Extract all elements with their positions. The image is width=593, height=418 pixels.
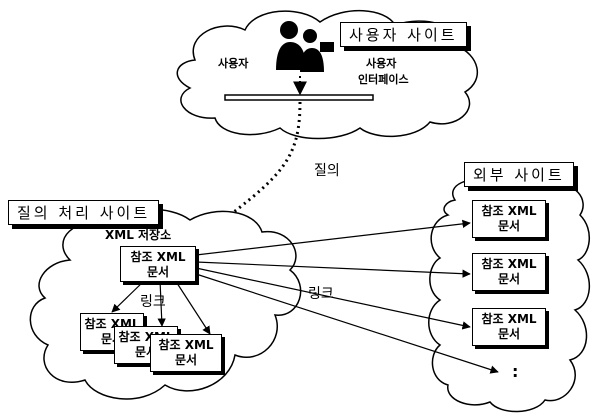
doc-line1: 참조 XML [130, 250, 186, 264]
local-link-arrow-2 [157, 279, 166, 327]
doc-line1: 참조 XML [481, 257, 537, 271]
doc-line2: 문서 [497, 327, 521, 341]
external-xml-document-2: 참조 XML 문서 [472, 253, 546, 291]
query-label: 질의 [314, 163, 340, 179]
doc-line2: 문서 [497, 272, 521, 286]
link-arrow-1 [195, 219, 471, 256]
user-site-title: 사용자 사이트 [340, 22, 467, 47]
doc-line2: 문서 [174, 353, 198, 367]
local-xml-document-3: 참조 XML 문서 [150, 334, 222, 372]
local-xml-document-2: 참조 XML 문서 [114, 326, 178, 364]
ellipsis-marker: : [512, 362, 519, 381]
user-interface-bar [224, 94, 374, 101]
doc-line2: 문서 [146, 265, 170, 279]
local-link-arrow-3 [174, 279, 211, 335]
user-interface-label-line1: 사용자 [366, 57, 397, 70]
link-label-local: 링크 [140, 294, 166, 310]
user-icon [276, 21, 334, 72]
doc-line2: 문서 [497, 219, 521, 233]
user-interface-label-line2: 인터페이스 [358, 73, 409, 86]
external-xml-document-3: 참조 XML 문서 [472, 308, 546, 346]
local-link-arrow-1 [111, 279, 146, 313]
link-arrow-3 [195, 267, 471, 330]
link-arrow-2 [195, 261, 471, 278]
link-arrow-4 [195, 273, 499, 374]
external-xml-document-1: 참조 XML 문서 [472, 200, 546, 238]
doc-line1: 참조 XML [481, 204, 537, 218]
external-site-title: 외부 사이트 [464, 162, 574, 187]
central-xml-document: 참조 XML 문서 [120, 246, 196, 282]
query-site-title: 질의 처리 사이트 [8, 200, 160, 225]
xml-repository-label: XML 저장소 [105, 228, 172, 242]
query-site-cloud [29, 208, 302, 400]
doc-line1: 참조 XML [158, 338, 214, 352]
user-label: 사용자 [218, 57, 249, 70]
link-label-external: 링크 [308, 286, 334, 302]
doc-line1: 참조 XML [481, 312, 537, 326]
